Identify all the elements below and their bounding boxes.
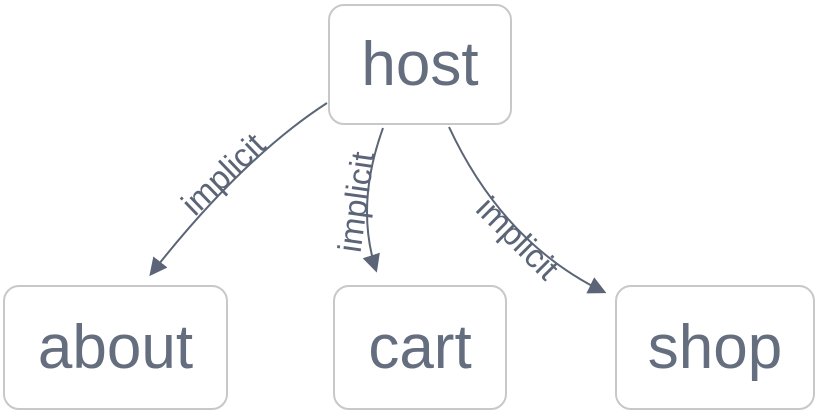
node-cart-label: cart [368,312,472,382]
node-shop-label: shop [647,312,783,382]
node-cart[interactable]: cart [333,285,507,410]
edge-host-shop[interactable] [448,126,607,294]
node-host[interactable]: host [328,4,512,125]
node-about[interactable]: about [3,285,228,410]
node-about-label: about [37,312,194,382]
node-host-label: host [361,29,479,99]
node-shop[interactable]: shop [615,285,815,410]
edge-host-about[interactable] [149,102,328,277]
edge-host-cart[interactable] [362,127,384,273]
